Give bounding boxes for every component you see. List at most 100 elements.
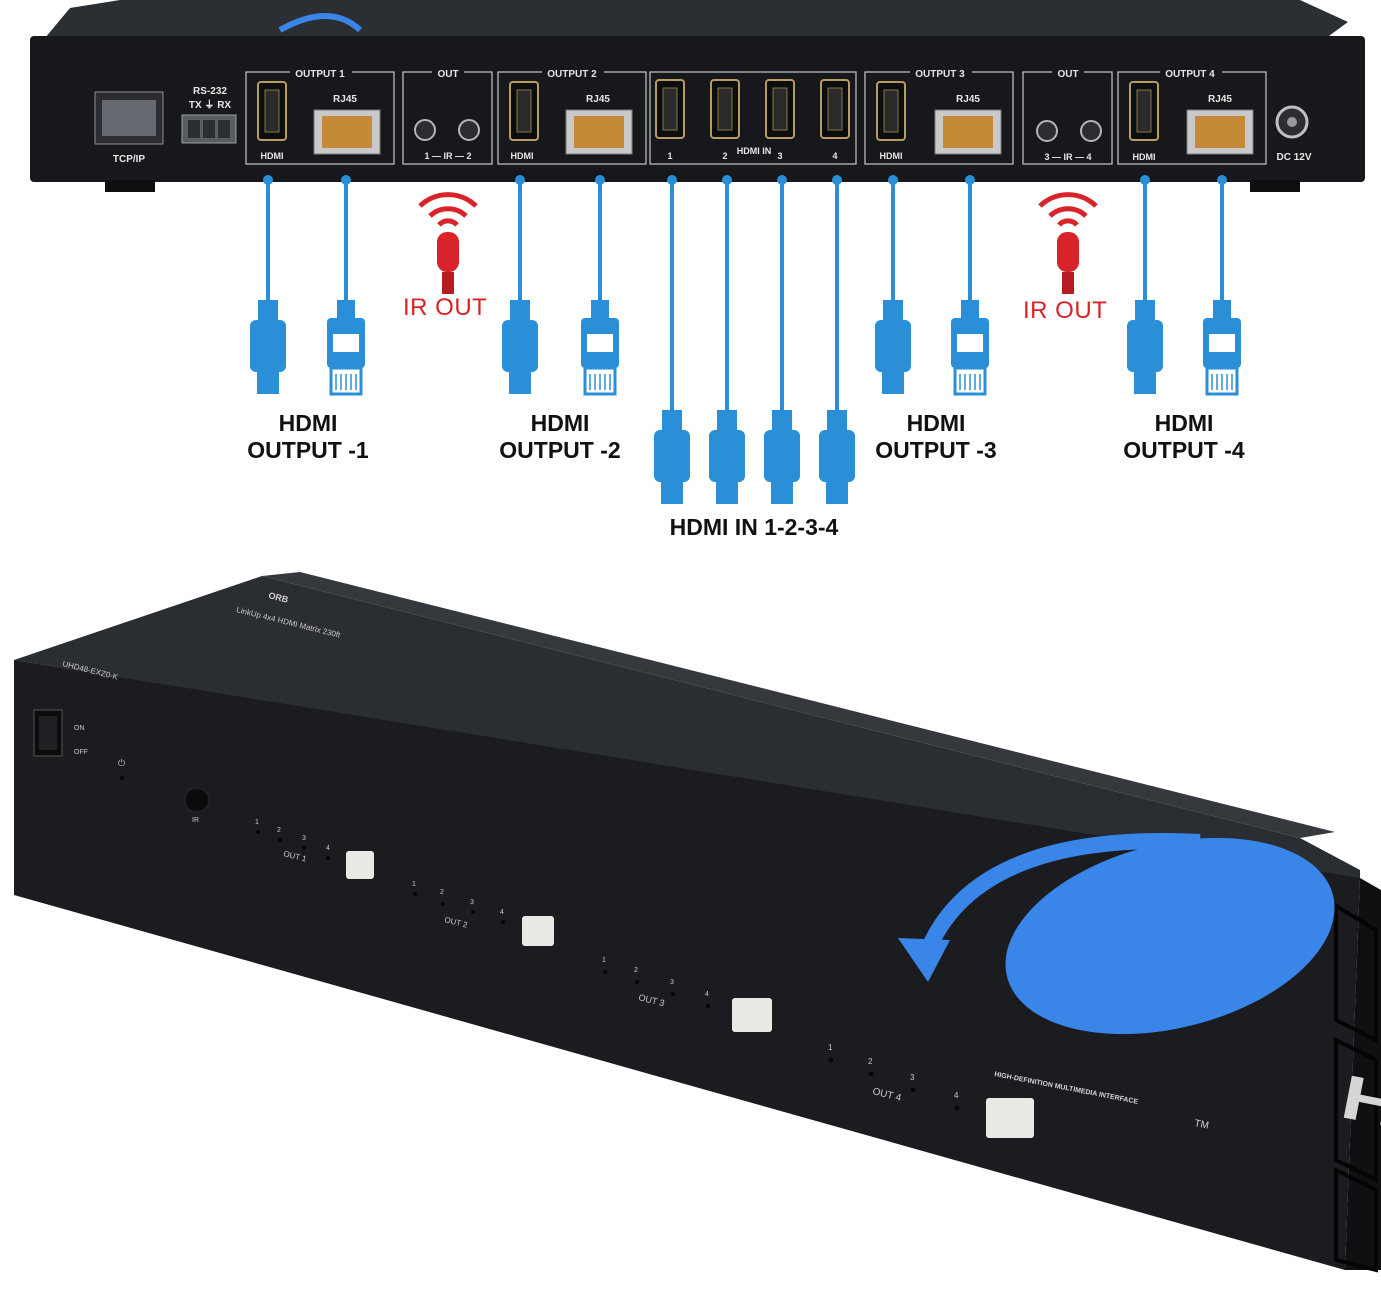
out3-select-button[interactable]: [732, 998, 772, 1032]
cable-node: [515, 175, 525, 185]
rs232-pin: [188, 120, 200, 138]
led-number: 2: [440, 889, 444, 896]
caption-line: OUTPUT -2: [499, 437, 621, 463]
led-number: 4: [500, 909, 504, 916]
hdmi-plug-neck: [510, 300, 530, 322]
hdmi-label: HDMI: [511, 151, 534, 161]
power-icon: ⏻: [118, 758, 125, 768]
power-led: [120, 776, 124, 780]
cable-node: [1140, 175, 1150, 185]
hdmi-plug-neck: [1135, 300, 1155, 322]
hdmi-label: HDMI: [880, 151, 903, 161]
hdmi-plug-tip: [716, 482, 738, 504]
hdmi-plug-neck: [772, 410, 792, 432]
cable-node: [341, 175, 351, 185]
rj45-label: RJ45: [333, 94, 357, 105]
hdmi-plug-tip: [661, 482, 683, 504]
output3-label: OUTPUT 3: [915, 69, 965, 80]
out2-select-button[interactable]: [522, 916, 554, 946]
cable-node: [1217, 175, 1227, 185]
front-unit: ORB LinkUp 4x4 HDMI Matrix 230ft UHD48-E…: [14, 572, 1381, 1273]
cable-node: [965, 175, 975, 185]
cable-diagram: [250, 175, 1241, 504]
tcpip-port-inner: [102, 100, 156, 136]
caption-output-2: HDMI OUTPUT -2: [484, 410, 636, 464]
in-number-3: 3: [777, 151, 782, 161]
cable-node: [595, 175, 605, 185]
caption-line: OUTPUT -4: [1123, 437, 1245, 463]
rj45-plug-window: [587, 334, 613, 352]
led-number: 3: [302, 835, 306, 842]
hdmi-plug-neck: [662, 410, 682, 432]
tcpip-label: TCP/IP: [113, 154, 146, 165]
caption-line: OUTPUT -1: [247, 437, 369, 463]
ir-out-label-right: IR OUT: [1023, 297, 1108, 324]
side-bracket: [1334, 902, 1378, 1273]
caption-output-4: HDMI OUTPUT -4: [1108, 410, 1260, 464]
top-logo-swoosh: [278, 13, 363, 33]
hdmi-plug-icon: [250, 320, 286, 372]
caption-hdmi-in: HDMI IN 1-2-3-4: [669, 514, 839, 540]
rj45-plug-window: [1209, 334, 1235, 352]
rear-foot: [105, 180, 155, 192]
unit-top: [14, 576, 1360, 880]
rs232-pin: [203, 120, 215, 138]
brand-logo-oval: [1005, 837, 1335, 1035]
rs232-label: RS-232: [193, 86, 227, 97]
cable-node: [667, 175, 677, 185]
out-label-left: OUT: [437, 69, 458, 80]
rj45-plug-neck: [591, 300, 609, 320]
cable-node: [722, 175, 732, 185]
hdmi-plug-neck: [827, 410, 847, 432]
rj45-plug-window: [333, 334, 359, 352]
in-number-1: 1: [667, 151, 672, 161]
out-group-1: 1 2 3 4 OUT 1: [255, 819, 374, 879]
rj45-label: RJ45: [1208, 94, 1232, 105]
hdmi-in-frame: [649, 71, 857, 165]
rs232-pin: [218, 120, 230, 138]
hdmi-plug-neck: [258, 300, 278, 322]
brand-name: ORB: [268, 590, 290, 605]
ir-receiver: [184, 787, 210, 813]
hdmi-plug-icon: [875, 320, 911, 372]
ir-jack-2: [458, 119, 480, 141]
rj45-plug-neck: [1213, 300, 1231, 320]
caption-output-3: HDMI OUTPUT -3: [860, 410, 1012, 464]
txrx-label: TX ⏚ RX: [189, 99, 232, 111]
hdmi-plug-tip: [1134, 372, 1156, 394]
hdmi-label: HDMI: [1133, 152, 1156, 162]
rear-foot: [1250, 180, 1300, 192]
out-group-2: 1 2 3 4 OUT 2: [412, 881, 554, 946]
led-number: 1: [255, 819, 259, 826]
output4-label: OUTPUT 4: [1165, 69, 1215, 80]
led-number: 4: [705, 991, 709, 998]
hdmi-plug-icon: [502, 320, 538, 372]
power-off-label: OFF: [74, 749, 88, 756]
ir34-label: 3 — IR — 4: [1044, 152, 1091, 162]
hdmi-plug-neck: [883, 300, 903, 322]
in-number-2: 2: [722, 151, 727, 161]
hdmi-plug-icon: [819, 430, 855, 482]
hdmi-plug-icon: [764, 430, 800, 482]
in-number-4: 4: [832, 151, 837, 161]
output1-label: OUTPUT 1: [295, 69, 345, 80]
hdmi-port-inner: [264, 89, 280, 133]
hdmi-plug-tip: [509, 372, 531, 394]
ir-jack-4: [1080, 120, 1102, 142]
brand-logo-arrow: [916, 833, 1201, 963]
caption-output-1: HDMI OUTPUT -1: [232, 410, 384, 464]
rear-top-lid: [40, 0, 1348, 44]
rj45-label: RJ45: [956, 94, 980, 105]
out4-select-button[interactable]: [986, 1098, 1034, 1138]
rj45-plug-neck: [337, 300, 355, 320]
hdmi-plug-icon: [654, 430, 690, 482]
caption-line: HDMI: [530, 410, 590, 436]
rj45-plug-window: [957, 334, 983, 352]
rj45-plug-neck: [961, 300, 979, 320]
hdmi-plug-icon: [709, 430, 745, 482]
hdmi-plug-tip: [826, 482, 848, 504]
led-number: 2: [277, 827, 281, 834]
hdmi-plug-icon: [1127, 320, 1163, 372]
hdmi-plug-tip: [257, 372, 279, 394]
out1-select-button[interactable]: [346, 851, 374, 879]
